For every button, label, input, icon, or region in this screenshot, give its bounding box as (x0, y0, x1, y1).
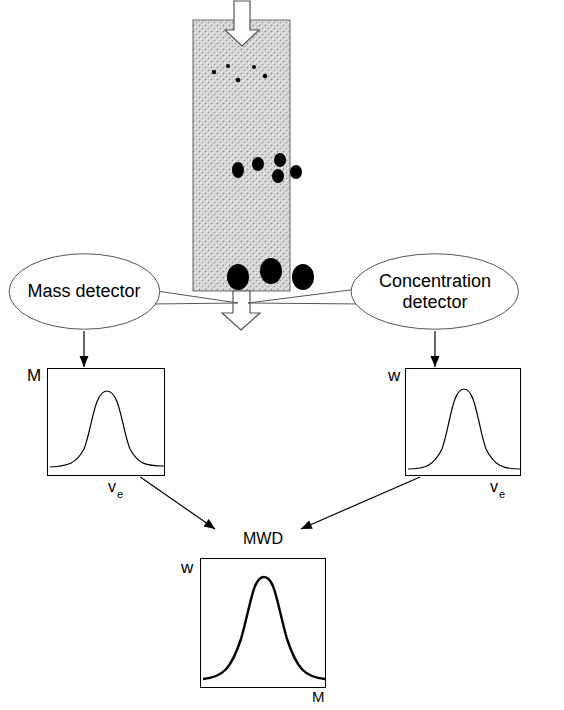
large-molecules (227, 258, 314, 290)
plot-frame (405, 368, 521, 476)
axis-label: w (388, 366, 400, 386)
inlet-arrow (225, 1, 259, 46)
detector-leader (150, 290, 238, 304)
mwd-plot: MWDwM (200, 530, 326, 688)
axis-subscript: e (117, 488, 123, 501)
column-packing (193, 20, 290, 291)
flow-arrow (79, 331, 88, 367)
detector-ellipse: Concentration detector (350, 253, 520, 330)
flow-arrow (430, 331, 439, 367)
plot-frame (47, 368, 165, 476)
medium-molecules (232, 153, 302, 183)
axis-label: v (490, 478, 498, 496)
distribution-curve (48, 369, 164, 475)
axis-label: w (181, 558, 193, 578)
elution-plot: Mve (47, 368, 165, 476)
flow-arrow (301, 477, 420, 529)
axis-label: M (27, 366, 41, 386)
small-molecules (212, 64, 267, 82)
detector-ellipse: Mass detector (8, 253, 161, 330)
detector-leader (248, 288, 366, 304)
distribution-curve (201, 559, 325, 687)
outlet-arrow (222, 291, 260, 330)
elution-plot: wve (405, 368, 521, 476)
distribution-curve (406, 369, 520, 475)
axis-label: M (312, 688, 325, 705)
axis-subscript: e (499, 488, 505, 501)
flow-arrow (140, 477, 215, 529)
plot-title: MWD (200, 530, 326, 548)
detector-name: Mass detector (27, 281, 140, 302)
plot-frame (200, 558, 326, 688)
detector-name: Concentration detector (372, 271, 498, 312)
axis-label: v (108, 478, 116, 496)
